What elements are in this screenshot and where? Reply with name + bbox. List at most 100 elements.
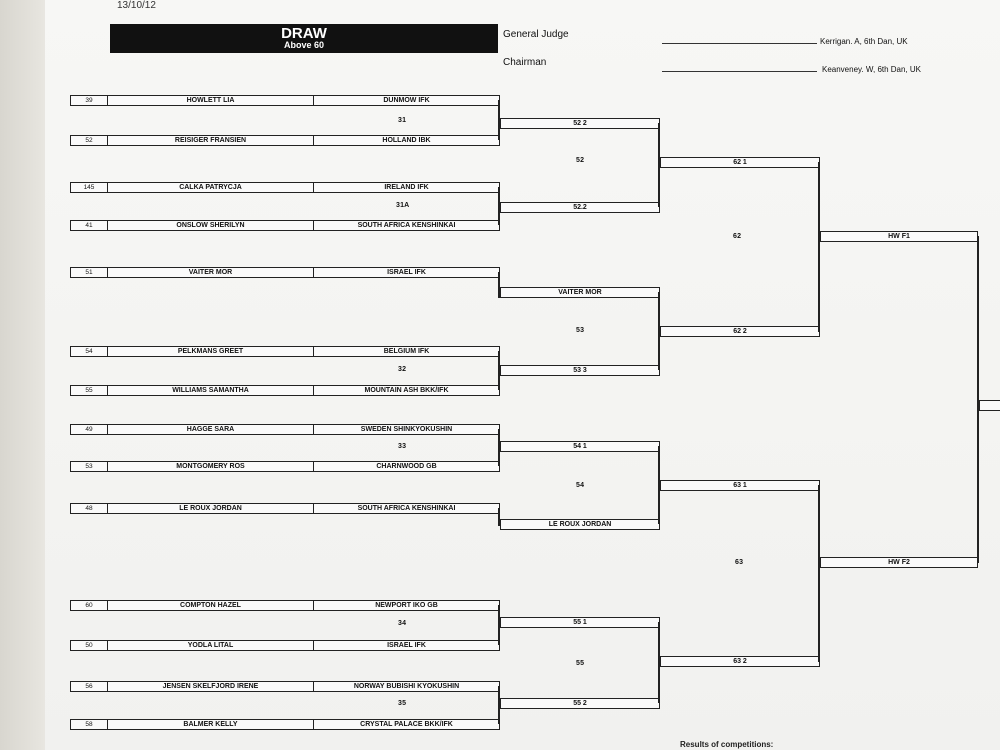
entry-club: SOUTH AFRICA KENSHINKAI bbox=[357, 222, 456, 229]
general-judge-label: General Judge bbox=[503, 29, 569, 40]
entry-number: 52 bbox=[71, 136, 108, 145]
entry-number: 49 bbox=[71, 425, 108, 434]
match-number: 54 bbox=[576, 482, 585, 489]
entry-number: 60 bbox=[71, 601, 108, 610]
bracket-connector bbox=[658, 446, 660, 524]
bracket-slot: 55 2 bbox=[500, 698, 660, 709]
entry-number: 54 bbox=[71, 347, 108, 356]
entry-row: 39 HOWLETT LIA DUNMOW IFK bbox=[70, 95, 500, 106]
entry-number: 41 bbox=[71, 221, 108, 230]
draw-title-box: DRAW Above 60 bbox=[110, 24, 498, 53]
entry-name: HOWLETT LIA bbox=[108, 96, 314, 105]
entry-row: 56 JENSEN SKELFJORD IRENE NORWAY BUBISHI… bbox=[70, 681, 500, 692]
entry-name: JENSEN SKELFJORD IRENE bbox=[108, 682, 314, 691]
entry-row: 54 PELKMANS GREET BELGIUM IFK bbox=[70, 346, 500, 357]
entry-row: 60 COMPTON HAZEL NEWPORT IKO GB bbox=[70, 600, 500, 611]
entry-name: YODLA LITAL bbox=[108, 641, 314, 650]
bracket-connector bbox=[498, 508, 500, 526]
entry-row: 49 HAGGE SARA SWEDEN SHINKYOKUSHIN bbox=[70, 424, 500, 435]
entry-number: 56 bbox=[71, 682, 108, 691]
entry-club: SOUTH AFRICA KENSHINKAI bbox=[357, 505, 456, 512]
match-number: 34 bbox=[398, 620, 407, 627]
entry-name: WILLIAMS SAMANTHA bbox=[108, 386, 314, 395]
chairman-line bbox=[662, 71, 817, 72]
entry-name: PELKMANS GREET bbox=[108, 347, 314, 356]
match-number: 53 bbox=[576, 327, 585, 334]
match-number: 52 bbox=[576, 157, 585, 164]
general-judge-line bbox=[662, 43, 817, 44]
date: 13/10/12 bbox=[117, 0, 156, 11]
entry-row: 145 CALKA PATRYCJA IRELAND IFK bbox=[70, 182, 500, 193]
entry-club: NEWPORT IKO GB bbox=[375, 602, 438, 609]
entry-number: 51 bbox=[71, 268, 108, 277]
bracket-connector bbox=[498, 100, 500, 140]
entry-row: 41 ONSLOW SHERILYN SOUTH AFRICA KENSHINK… bbox=[70, 220, 500, 231]
bracket-slot: 63 2 bbox=[660, 656, 820, 667]
bracket-connector bbox=[498, 187, 500, 225]
bracket-slot: HW F2 bbox=[820, 557, 978, 568]
entry-row: 50 YODLA LITAL ISRAEL IFK bbox=[70, 640, 500, 651]
bracket-connector bbox=[498, 272, 500, 298]
entry-row: 58 BALMER KELLY CRYSTAL PALACE BKK/IFK bbox=[70, 719, 500, 730]
entry-club: MOUNTAIN ASH BKK/IFK bbox=[364, 387, 449, 394]
bracket-slot: 55 1 bbox=[500, 617, 660, 628]
entry-club: IRELAND IFK bbox=[384, 184, 429, 191]
match-number: 31A bbox=[396, 202, 410, 209]
entry-number: 55 bbox=[71, 386, 108, 395]
bracket-slot: 52 2 bbox=[500, 118, 660, 129]
final-slot bbox=[979, 400, 1000, 411]
bracket-connector bbox=[818, 485, 820, 662]
match-number: 33 bbox=[398, 443, 407, 450]
entry-club: BELGIUM IFK bbox=[383, 348, 430, 355]
bracket-connector bbox=[658, 123, 660, 207]
entry-club: ISRAEL IFK bbox=[387, 642, 426, 649]
bracket-connector bbox=[658, 292, 660, 370]
bracket-connector bbox=[658, 622, 660, 703]
draw-title: DRAW bbox=[281, 25, 327, 42]
results-footer: Results of competitions: bbox=[680, 740, 774, 749]
bracket-connector bbox=[498, 351, 500, 390]
bracket-slot: VAITER MOR bbox=[500, 287, 660, 298]
bracket-slot: 62 2 bbox=[660, 326, 820, 337]
bracket-slot: 63 1 bbox=[660, 480, 820, 491]
match-number: 55 bbox=[576, 660, 585, 667]
entry-name: ONSLOW SHERILYN bbox=[108, 221, 314, 230]
entry-row: 53 MONTGOMERY ROS CHARNWOOD GB bbox=[70, 461, 500, 472]
entry-number: 53 bbox=[71, 462, 108, 471]
bracket-slot: 52.2 bbox=[500, 202, 660, 213]
entry-club: NORWAY BUBISHI KYOKUSHIN bbox=[353, 683, 460, 690]
entry-row: 51 VAITER MOR ISRAEL IFK bbox=[70, 267, 500, 278]
entry-name: VAITER MOR bbox=[108, 268, 314, 277]
entry-number: 39 bbox=[71, 96, 108, 105]
bracket-slot: 53 3 bbox=[500, 365, 660, 376]
entry-row: 48 LE ROUX JORDAN SOUTH AFRICA KENSHINKA… bbox=[70, 503, 500, 514]
entry-number: 145 bbox=[71, 183, 108, 192]
entry-club: HOLLAND IBK bbox=[382, 137, 431, 144]
chairman-name: Keanveney. W, 6th Dan, UK bbox=[822, 65, 922, 74]
bracket-connector bbox=[818, 162, 820, 332]
entry-name: BALMER KELLY bbox=[108, 720, 314, 729]
entry-name: HAGGE SARA bbox=[108, 425, 314, 434]
entry-row: 55 WILLIAMS SAMANTHA MOUNTAIN ASH BKK/IF… bbox=[70, 385, 500, 396]
bracket-connector bbox=[498, 686, 500, 724]
entry-name: COMPTON HAZEL bbox=[108, 601, 314, 610]
match-number: 62 bbox=[733, 233, 742, 240]
match-number: 32 bbox=[398, 366, 407, 373]
chairman-label: Chairman bbox=[503, 57, 547, 68]
entry-number: 48 bbox=[71, 504, 108, 513]
entry-club: CHARNWOOD GB bbox=[376, 463, 437, 470]
bracket-slot: 54 1 bbox=[500, 441, 660, 452]
entry-name: MONTGOMERY ROS bbox=[108, 462, 314, 471]
entry-name: REISIGER FRANSIEN bbox=[108, 136, 314, 145]
match-number: 35 bbox=[398, 700, 407, 707]
entry-club: DUNMOW IFK bbox=[383, 97, 430, 104]
match-number: 31 bbox=[398, 117, 407, 124]
entry-name: LE ROUX JORDAN bbox=[108, 504, 314, 513]
entry-club: SWEDEN SHINKYOKUSHIN bbox=[360, 426, 453, 433]
general-judge-name: Kerrigan. A, 6th Dan, UK bbox=[820, 37, 908, 46]
entry-name: CALKA PATRYCJA bbox=[108, 183, 314, 192]
entry-club: ISRAEL IFK bbox=[387, 269, 426, 276]
bracket-slot: 62 1 bbox=[660, 157, 820, 168]
bracket-slot: LE ROUX JORDAN bbox=[500, 519, 660, 530]
entry-row: 52 REISIGER FRANSIEN HOLLAND IBK bbox=[70, 135, 500, 146]
